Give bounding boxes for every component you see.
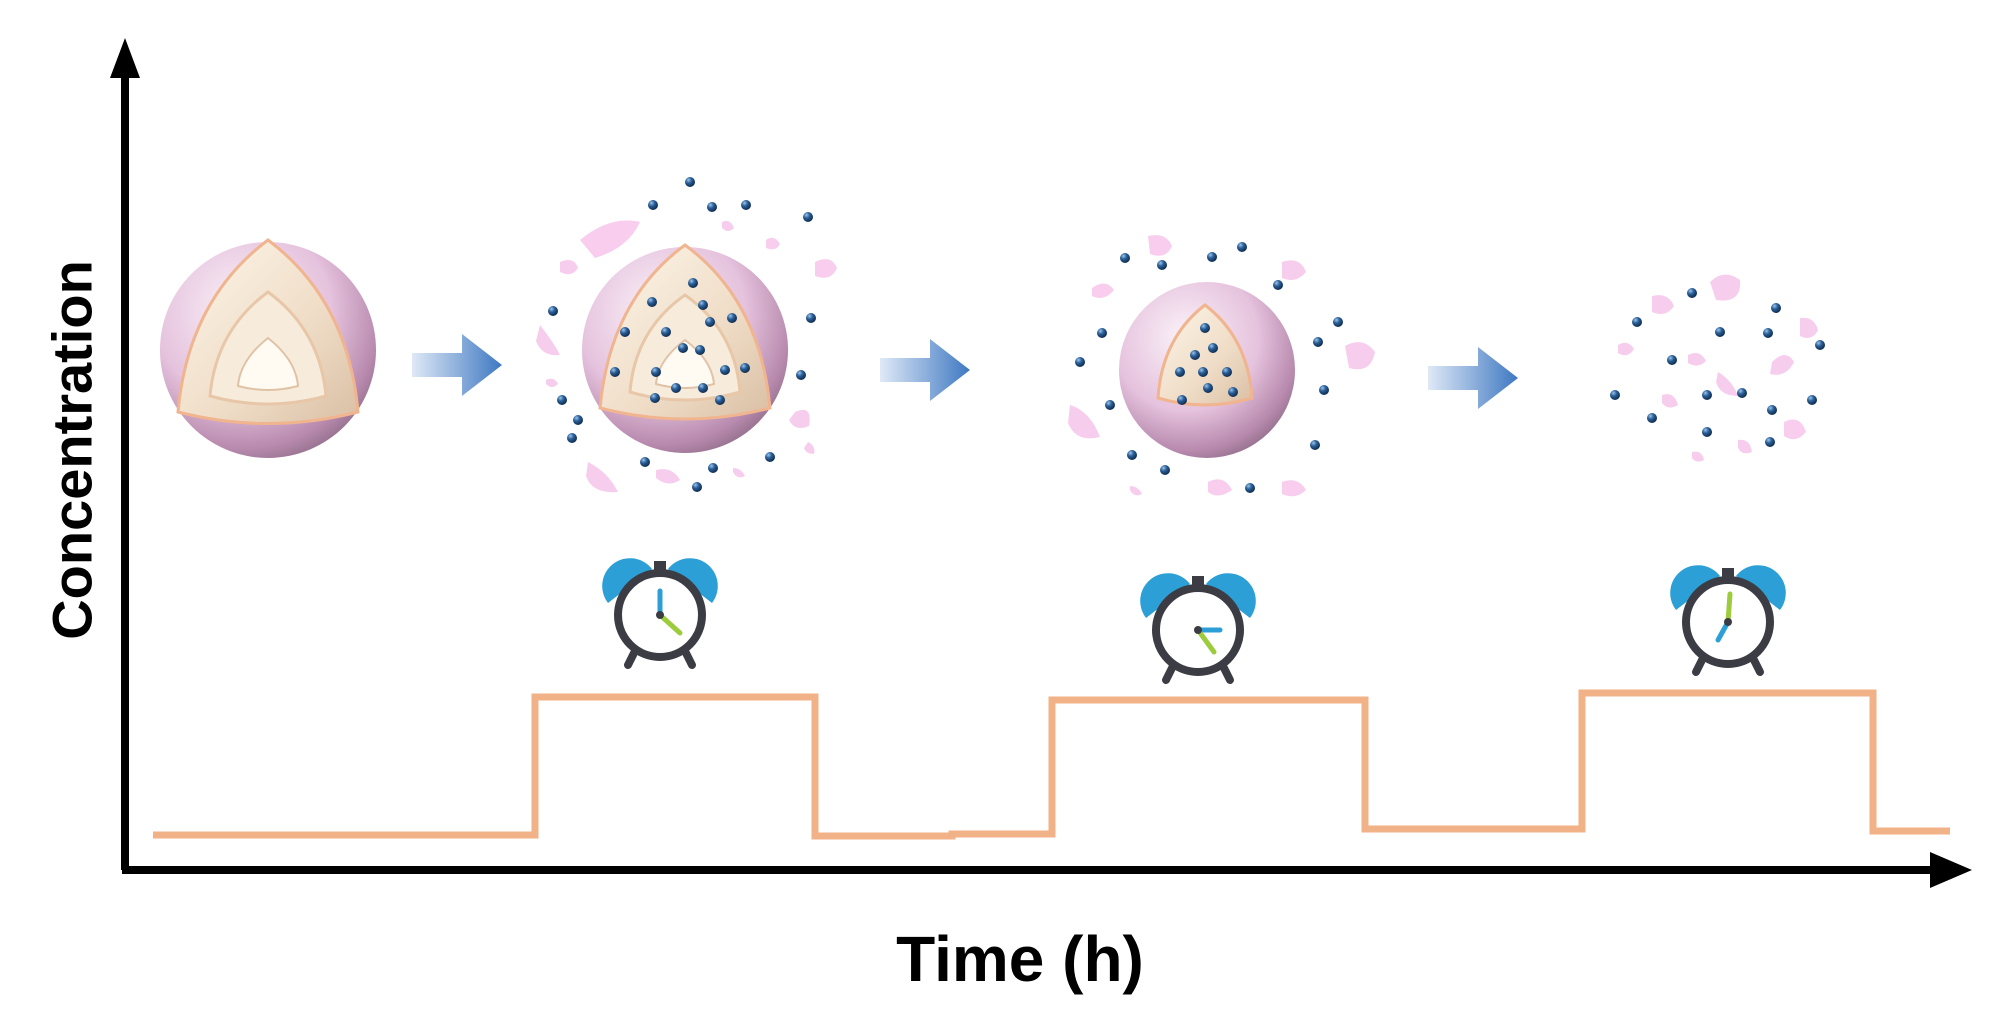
- stage-2-outer-release: [536, 177, 837, 492]
- y-axis-arrowhead: [110, 38, 140, 78]
- y-axis-label: Concentration: [40, 260, 105, 640]
- stage-1-intact-particle: [160, 240, 376, 458]
- right-arrow-icon: [1428, 347, 1518, 409]
- fragments: [1618, 274, 1818, 461]
- alarm-clock-icon: [1140, 573, 1256, 680]
- stage-4-fully-degraded: [1610, 274, 1825, 461]
- x-axis-arrowhead: [1930, 852, 1972, 888]
- x-axis-label: Time (h): [0, 922, 2000, 996]
- right-arrow-icon: [412, 334, 502, 396]
- right-arrow-icon: [880, 339, 970, 401]
- release-profile-line: [153, 693, 1950, 836]
- alarm-clock-icon: [602, 558, 718, 665]
- axes: [110, 38, 1972, 888]
- alarm-clock-icon: [1670, 565, 1786, 672]
- stage-3-middle-release: [1068, 235, 1375, 496]
